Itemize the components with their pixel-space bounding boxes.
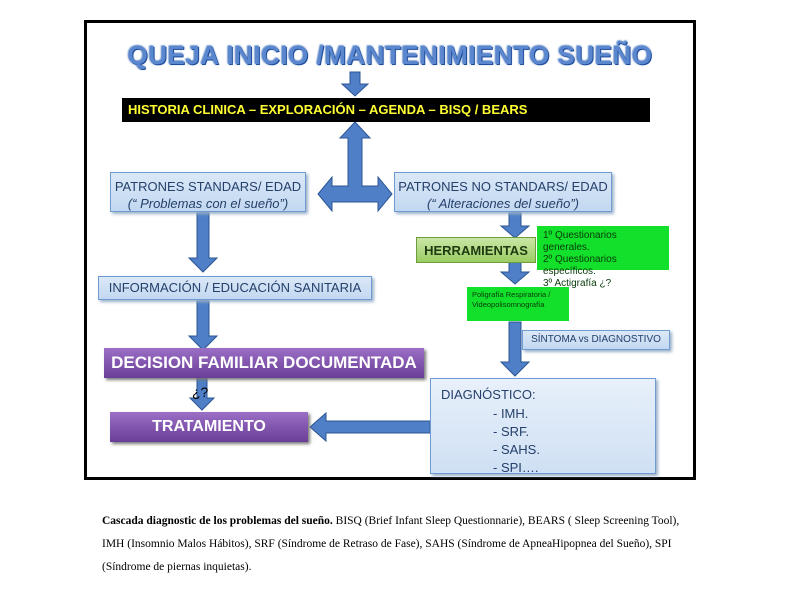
poligrafia-box: Poligrafía Respiratoria / Videopolisomno… xyxy=(467,287,569,321)
patrones-standard-title: PATRONES STANDARS/ EDAD xyxy=(114,179,302,194)
arrow-herramientas-down xyxy=(499,261,531,285)
arrow-diag-to-tratamiento xyxy=(309,411,431,443)
patrones-standard-box: PATRONES STANDARS/ EDAD (“ Problemas con… xyxy=(110,172,306,212)
arrow-decision-down xyxy=(188,377,216,411)
caption-text: BISQ (Brief Infant Sleep Questionnarie),… xyxy=(102,515,680,573)
diagnostico-item: - SAHS. xyxy=(493,442,540,457)
tratamiento-box: TRATAMIENTO xyxy=(110,412,308,442)
question-mark: ¿? xyxy=(192,384,209,400)
questionnaire-item: 3º Actigrafía ¿? xyxy=(543,278,612,289)
diagnostico-box: DIAGNÓSTICO: - IMH. - SRF. - SAHS. - SPI… xyxy=(430,378,656,475)
figure-caption: Cascada diagnostic de los problemas del … xyxy=(102,510,692,579)
decision-box: DECISION FAMILIAR DOCUMENTADA xyxy=(104,348,424,378)
patrones-no-standard-subtitle: (“ Alteraciones del sueño”) xyxy=(427,196,579,211)
arrow-info-down xyxy=(187,299,219,351)
arrow-nostandard-down xyxy=(499,211,531,239)
arrow-title-down xyxy=(340,71,370,97)
diagnostico-item: - SPI…. xyxy=(493,460,539,475)
patrones-no-standard-title: PATRONES NO STANDARS/ EDAD xyxy=(398,179,608,194)
poligrafia-line: Poligrafía Respiratoria / xyxy=(472,290,551,299)
diagnostico-item: - IMH. xyxy=(493,406,529,421)
arrow-standard-down xyxy=(187,211,219,273)
diagnostico-heading: DIAGNÓSTICO: xyxy=(441,387,536,402)
arrow-poligrafia-down xyxy=(499,321,531,377)
patrones-no-standard-box: PATRONES NO STANDARS/ EDAD (“ Alteracion… xyxy=(394,172,612,212)
diagnostico-item: - SRF. xyxy=(493,424,530,439)
history-bar: HISTORIA CLINICA – EXPLORACIÓN – AGENDA … xyxy=(122,98,650,122)
questionnaire-item: 2º Questionarios específicos. xyxy=(543,254,617,277)
arrow-split xyxy=(317,121,393,213)
herramientas-box: HERRAMIENTAS xyxy=(416,237,536,263)
poligrafia-line: Videopolisomnografía xyxy=(472,300,545,309)
questionnaires-box: 1º Questionarios generales. 2º Questiona… xyxy=(537,226,669,289)
page-title: QUEJA INICIO /MANTENIMIENTO SUEÑO xyxy=(127,40,653,70)
questionnaire-item: 1º Questionarios generales. xyxy=(543,230,617,253)
patrones-standard-subtitle: (“ Problemas con el sueño”) xyxy=(127,196,289,211)
caption-bold: Cascada diagnostic de los problemas del … xyxy=(102,515,333,527)
informacion-box: INFORMACIÓN / EDUCACIÓN SANITARIA xyxy=(98,276,372,300)
sintoma-box: SÍNTOMA vs DIAGNOSTIVO xyxy=(522,330,670,350)
